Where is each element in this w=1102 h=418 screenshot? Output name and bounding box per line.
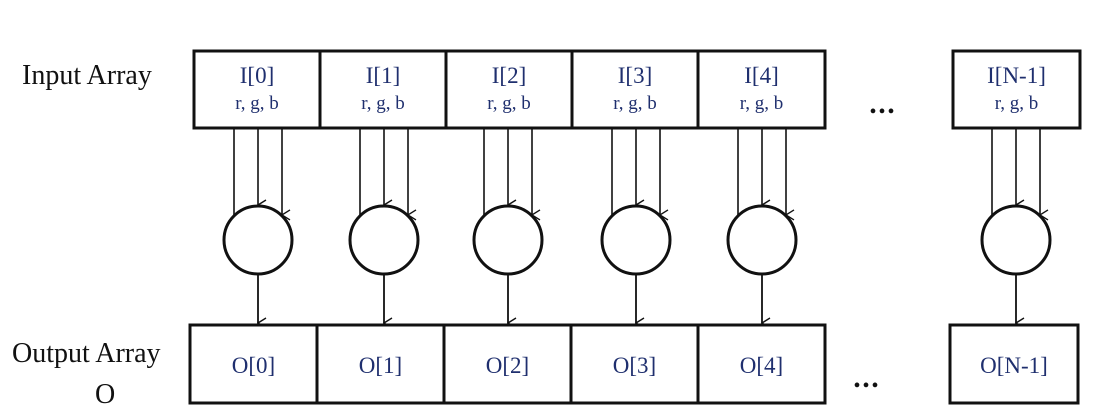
output-cell: O[3] — [569, 323, 700, 405]
input-cell: I[4] r, g, b — [696, 49, 827, 130]
input-cell: I[1] r, g, b — [318, 49, 448, 130]
output-array-row: O[0] O[1] O[2] O[3] O[4] O[N-1] — [188, 323, 1080, 405]
input-cell: I[3] r, g, b — [570, 49, 700, 130]
input-cell-index: I[3] — [618, 63, 652, 88]
output-cell-box — [315, 323, 446, 405]
output-cell-box — [948, 323, 1080, 405]
output-array-label: Output Array — [12, 338, 161, 369]
input-cell-index: I[4] — [744, 63, 778, 88]
input-cell-index: I[0] — [240, 63, 274, 88]
input-cell-channels: r, g, b — [613, 93, 657, 114]
output-ellipsis: ••• — [853, 375, 880, 397]
input-array-row: I[0] r, g, b I[1] r, g, b I[2] r, g, b I[3] r, … — [192, 49, 1082, 130]
input-cell: I[0] r, g, b — [192, 49, 322, 130]
output-cell-box — [569, 323, 700, 405]
output-cell: O[4] — [696, 323, 827, 405]
input-cell-index: I[N-1] — [987, 63, 1046, 88]
input-cell: I[N-1] r, g, b — [951, 49, 1082, 130]
input-cell-box — [696, 49, 827, 130]
operation-node-circle — [222, 204, 294, 276]
input-ellipsis: ••• — [869, 101, 896, 123]
output-cell-label: O[2] — [486, 353, 529, 378]
input-cell-channels: r, g, b — [487, 93, 531, 114]
operation-node-circle — [472, 204, 544, 276]
output-cell-label: O[N-1] — [980, 353, 1048, 378]
operation-node-circle — [600, 204, 672, 276]
input-cell-index: I[1] — [366, 63, 400, 88]
operation-nodes — [222, 204, 1052, 276]
output-array-symbol: O — [95, 379, 116, 410]
arrows-layer — [234, 129, 1040, 323]
input-cell-channels: r, g, b — [361, 93, 405, 114]
output-cell-label: O[0] — [232, 353, 275, 378]
input-cell-channels: r, g, b — [995, 93, 1039, 114]
input-cell-index: I[2] — [492, 63, 526, 88]
output-cell-label: O[1] — [359, 353, 402, 378]
input-cell-channels: r, g, b — [740, 93, 784, 114]
output-cell: O[N-1] — [948, 323, 1080, 405]
operation-node-circle — [726, 204, 798, 276]
input-cell: I[2] r, g, b — [444, 49, 574, 130]
output-cell: O[2] — [442, 323, 573, 405]
output-cell-box — [696, 323, 827, 405]
operation-node-circle — [980, 204, 1052, 276]
input-cell-box — [444, 49, 574, 130]
ellipsis-layer: ••• ••• — [853, 101, 896, 397]
output-cell-box — [442, 323, 573, 405]
input-array-label: Input Array — [22, 60, 152, 91]
output-cell: O[1] — [315, 323, 446, 405]
input-cell-channels: r, g, b — [235, 93, 279, 114]
operation-node-circle — [348, 204, 420, 276]
output-cell-label: O[4] — [740, 353, 783, 378]
input-cell-box — [318, 49, 448, 130]
input-cell-box — [570, 49, 700, 130]
output-cell: O[0] — [188, 323, 319, 405]
input-cell-box — [951, 49, 1082, 130]
output-cell-label: O[3] — [613, 353, 656, 378]
